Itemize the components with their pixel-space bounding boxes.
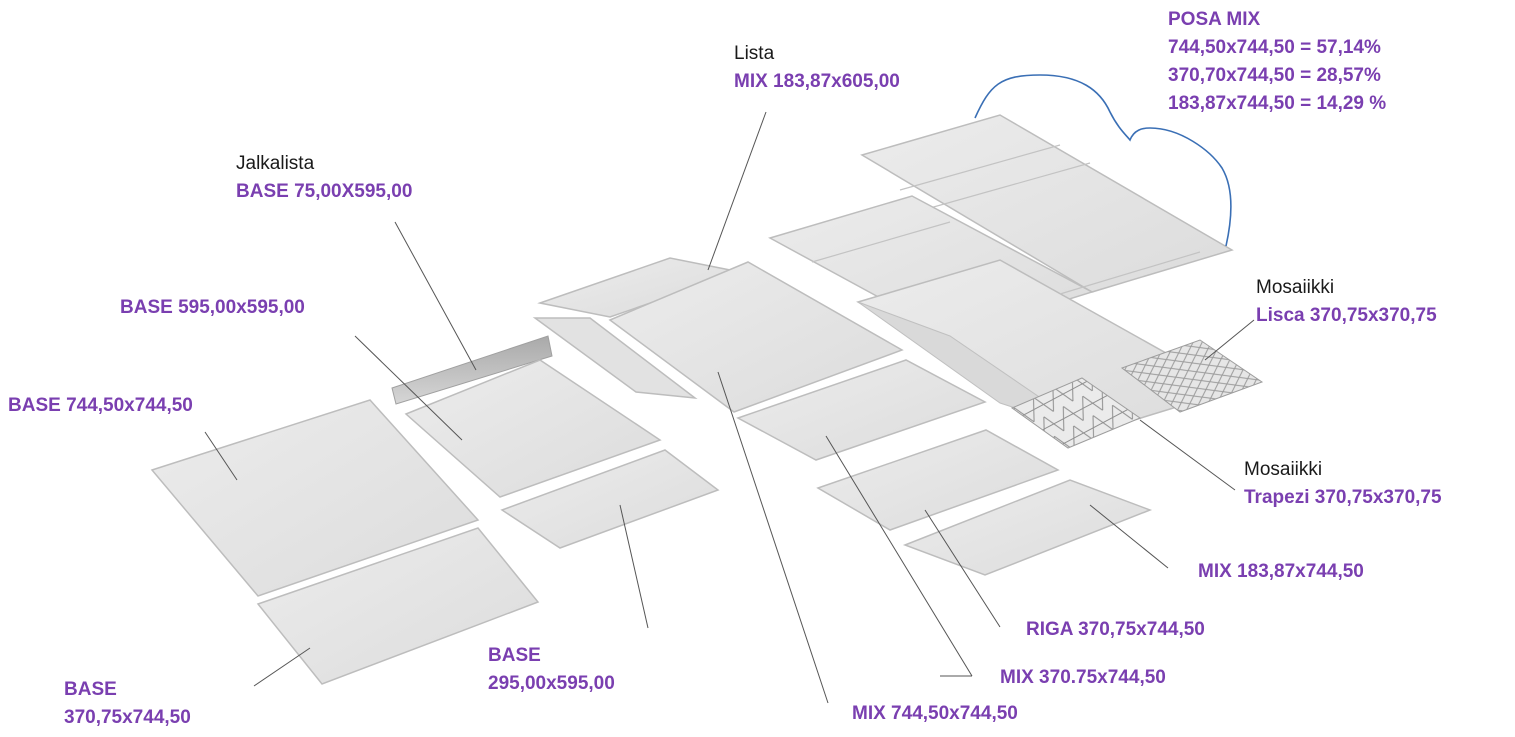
- label-lista: Lista MIX 183,87x605,00: [734, 40, 900, 96]
- leader-base-744: [204, 431, 238, 481]
- tile-mix-183: [902, 479, 1153, 576]
- leader-lines: [204, 111, 1255, 704]
- base-295-line2: 295,00x595,00: [488, 673, 615, 694]
- leader-mix-370: [825, 435, 973, 677]
- label-mix-370: MIX 370.75x744,50: [1000, 664, 1166, 692]
- base-595-code: BASE 595,00x595,00: [120, 297, 305, 318]
- mosaiikki-trapezi-code: Trapezi 370,75x370,75: [1244, 487, 1442, 508]
- base-tiles: [150, 335, 720, 685]
- mosaiikki-trapezi-name: Mosaiikki: [1244, 459, 1323, 480]
- base-295-line1: BASE: [488, 645, 541, 666]
- tile-mix-744: [608, 261, 904, 413]
- tile-base-295: [500, 449, 720, 549]
- posa-mix-line3: 183,87x744,50 = 14,29 %: [1168, 93, 1387, 114]
- tile-posa-top: [860, 114, 1234, 293]
- base-370-line1: BASE: [64, 679, 117, 700]
- leader-lista: [707, 111, 767, 271]
- leader-jalkalista: [394, 221, 477, 371]
- mosaiikki-lisca-code: Lisca 370,75x370,75: [1256, 305, 1437, 326]
- riga-code: RIGA 370,75x744,50: [1026, 619, 1205, 640]
- jalkalista-name: Jalkalista: [236, 153, 315, 174]
- posa-mix-title: POSA MIX: [1168, 9, 1261, 30]
- mosaic-trapezi: [1010, 377, 1142, 449]
- base-370-line2: 370,75x744,50: [64, 707, 191, 728]
- leader-riga: [924, 509, 1001, 628]
- tile-base-744: [150, 399, 480, 597]
- label-base-295: BASE 295,00x595,00: [488, 642, 615, 698]
- center-tiles: [532, 257, 1153, 576]
- label-base-595: BASE 595,00x595,00: [120, 294, 305, 322]
- base-744-code: BASE 744,50x744,50: [8, 395, 193, 416]
- label-posa-mix: POSA MIX 744,50x744,50 = 57,14% 370,70x7…: [1168, 6, 1386, 118]
- posa-mix-bracket: [974, 74, 1232, 247]
- leader-base-595: [354, 335, 463, 441]
- posa-mix-tiles: [768, 114, 1234, 434]
- tile-seam: [811, 221, 951, 263]
- lista-name: Lista: [734, 43, 775, 64]
- mosaiikki-lisca-name: Mosaiikki: [1256, 277, 1335, 298]
- mosaic-lisca: [1120, 339, 1264, 413]
- tile-seam: [929, 162, 1091, 209]
- tile-mix-370: [736, 359, 987, 461]
- tile-riga: [816, 429, 1060, 531]
- label-mix-744: MIX 744,50x744,50: [852, 700, 1018, 728]
- leader-trapezi: [1139, 419, 1236, 491]
- tile-base-370: [256, 527, 540, 685]
- tile-seam: [1059, 251, 1201, 295]
- tile-trapezoid-left: [532, 317, 698, 400]
- posa-mix-line2: 370,70x744,50 = 28,57%: [1168, 65, 1381, 86]
- label-mosaiikki-lisca: Mosaiikki Lisca 370,75x370,75: [1256, 274, 1437, 330]
- posa-mix-line1: 744,50x744,50 = 57,14%: [1168, 37, 1381, 58]
- leader-base-370: [253, 647, 311, 687]
- label-jalkalista: Jalkalista BASE 75,00X595,00: [236, 150, 412, 206]
- label-base-744: BASE 744,50x744,50: [8, 392, 193, 420]
- label-mosaiikki-trapezi: Mosaiikki Trapezi 370,75x370,75: [1244, 456, 1442, 512]
- tile-base-595: [404, 359, 662, 498]
- label-riga: RIGA 370,75x744,50: [1026, 616, 1205, 644]
- tile-jalkalista-skirting: [391, 335, 553, 405]
- mix-183-code: MIX 183,87x744,50: [1198, 561, 1364, 582]
- tile-seam: [899, 144, 1061, 191]
- mix-370-code: MIX 370.75x744,50: [1000, 667, 1166, 688]
- leader-mix-183: [1089, 504, 1169, 569]
- label-mix-183: MIX 183,87x744,50: [1198, 558, 1364, 586]
- jalkalista-code: BASE 75,00X595,00: [236, 181, 413, 202]
- leader-lisca: [1204, 319, 1255, 361]
- leader-mix-744: [717, 371, 829, 704]
- lista-code: MIX 183,87x605,00: [734, 71, 900, 92]
- label-base-370: BASE 370,75x744,50: [64, 676, 191, 732]
- leader-base-295: [619, 504, 649, 629]
- mix-744-code: MIX 744,50x744,50: [852, 703, 1018, 724]
